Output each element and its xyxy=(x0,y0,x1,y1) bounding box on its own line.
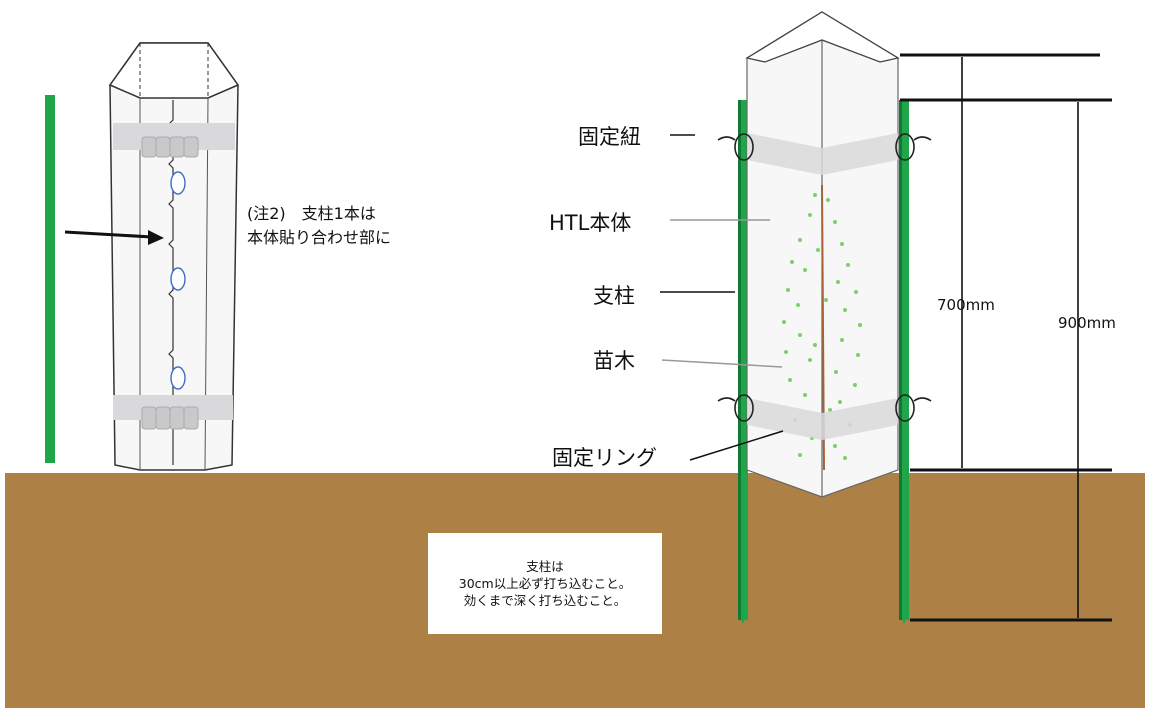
note-line-2: 本体貼り合わせ部に xyxy=(247,228,392,247)
ground-note-line-3: 効くまで深く打ち込むこと。 xyxy=(463,593,627,608)
arrow-icon xyxy=(64,230,164,245)
dimension-700: 700mm xyxy=(937,296,995,314)
dimension-lines xyxy=(900,53,1112,622)
slot-icon xyxy=(170,267,186,291)
right-tube-illustration xyxy=(717,11,932,624)
ground-note-line-2: 30cm以上必ず打ち込むこと。 xyxy=(458,576,632,591)
label-htl-body: HTL本体 xyxy=(549,211,632,235)
right-post-right xyxy=(899,100,909,620)
label-fixing-ring: 固定リング xyxy=(552,446,657,470)
callout-leaders xyxy=(660,134,784,461)
upper-fixing-band xyxy=(113,123,235,158)
label-support-post: 支柱 xyxy=(593,284,635,308)
fixing-string-loops xyxy=(717,133,932,422)
slot-icon xyxy=(170,171,186,195)
ground-note-line-1: 支柱は xyxy=(526,559,564,574)
fixing-string-band xyxy=(747,133,898,175)
left-tube-illustration xyxy=(45,42,240,471)
left-support-post xyxy=(45,95,55,463)
slot-icon xyxy=(170,366,186,390)
lower-fixing-band xyxy=(113,395,233,430)
label-fixing-string: 固定紐 xyxy=(578,125,641,149)
dimension-900: 900mm xyxy=(1058,314,1116,332)
ground-note-box: 支柱は 30cm以上必ず打ち込むこと。 効くまで深く打ち込むこと。 xyxy=(428,533,662,634)
note-line-1: (注2) 支柱1本は xyxy=(247,204,376,223)
label-seedling: 苗木 xyxy=(593,349,635,373)
fixing-ring-band xyxy=(747,398,898,440)
right-post-left xyxy=(738,100,748,620)
